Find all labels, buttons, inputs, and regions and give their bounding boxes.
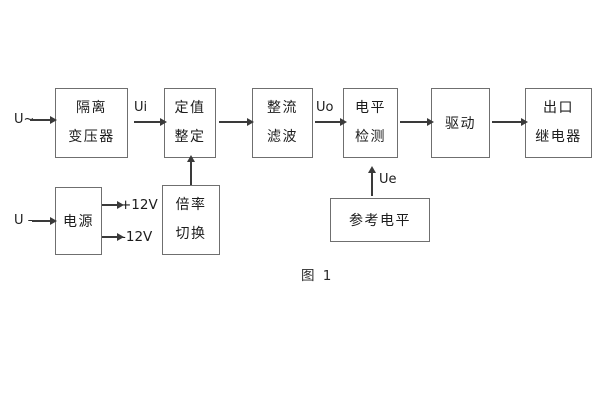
arrow-ratio-to-setting	[190, 161, 192, 185]
block-label-line: 隔离	[76, 100, 107, 116]
ui-signal-label: Ui	[134, 100, 148, 115]
block-reference-level: 参考电平	[330, 198, 430, 242]
block-setting-adjust: 定值 整定	[164, 88, 216, 158]
arrow-input-ac	[30, 119, 51, 121]
block-label-line: 整流	[267, 100, 298, 116]
block-label-line: 继电器	[535, 129, 582, 145]
block-label-line: 倍率	[175, 197, 207, 213]
arrow-driver-to-relay	[492, 121, 522, 123]
block-rectifier-filter: 整流 滤波	[252, 88, 313, 158]
block-label-line: 电源	[63, 214, 94, 230]
block-output-relay: 出口 继电器	[525, 88, 592, 158]
block-label-line: 驱动	[445, 116, 476, 132]
arrow-input-dc	[32, 220, 51, 222]
arrow-power-pos-rail	[102, 204, 118, 206]
block-label-line: 检测	[355, 129, 386, 145]
input-ac-label: U~	[14, 112, 35, 127]
block-label-line: 参考电平	[349, 213, 411, 229]
block-label-line: 整定	[174, 129, 206, 145]
block-label-line: 滤波	[267, 129, 298, 145]
block-label-line: 电平	[355, 100, 386, 116]
arrow-power-neg-rail	[102, 236, 118, 238]
block-isolation-transformer: 隔离 变压器	[55, 88, 128, 158]
block-label-line: 变压器	[68, 129, 115, 145]
block-ratio-switch: 倍率 切换	[162, 185, 220, 255]
rail-neg-12v-label: -12V	[121, 229, 153, 245]
arrow-transformer-to-setting	[134, 121, 161, 123]
block-label-line: 定值	[174, 100, 206, 116]
arrow-reference-to-level	[371, 172, 373, 196]
arrow-rectifier-to-level	[315, 121, 341, 123]
block-level-detect: 电平 检测	[343, 88, 398, 158]
arrow-level-to-driver	[400, 121, 428, 123]
input-dc-label: U –	[14, 213, 35, 228]
block-driver: 驱动	[431, 88, 490, 158]
block-label-line: 出口	[543, 100, 574, 116]
ue-signal-label: Ue	[379, 172, 397, 187]
figure-caption: 图 1	[301, 268, 334, 284]
block-power-supply: 电源	[55, 187, 102, 255]
arrow-setting-to-rectifier	[219, 121, 248, 123]
block-label-line: 切换	[175, 226, 207, 242]
uo-signal-label: Uo	[316, 100, 334, 115]
rail-pos-12v-label: +12V	[120, 197, 158, 213]
